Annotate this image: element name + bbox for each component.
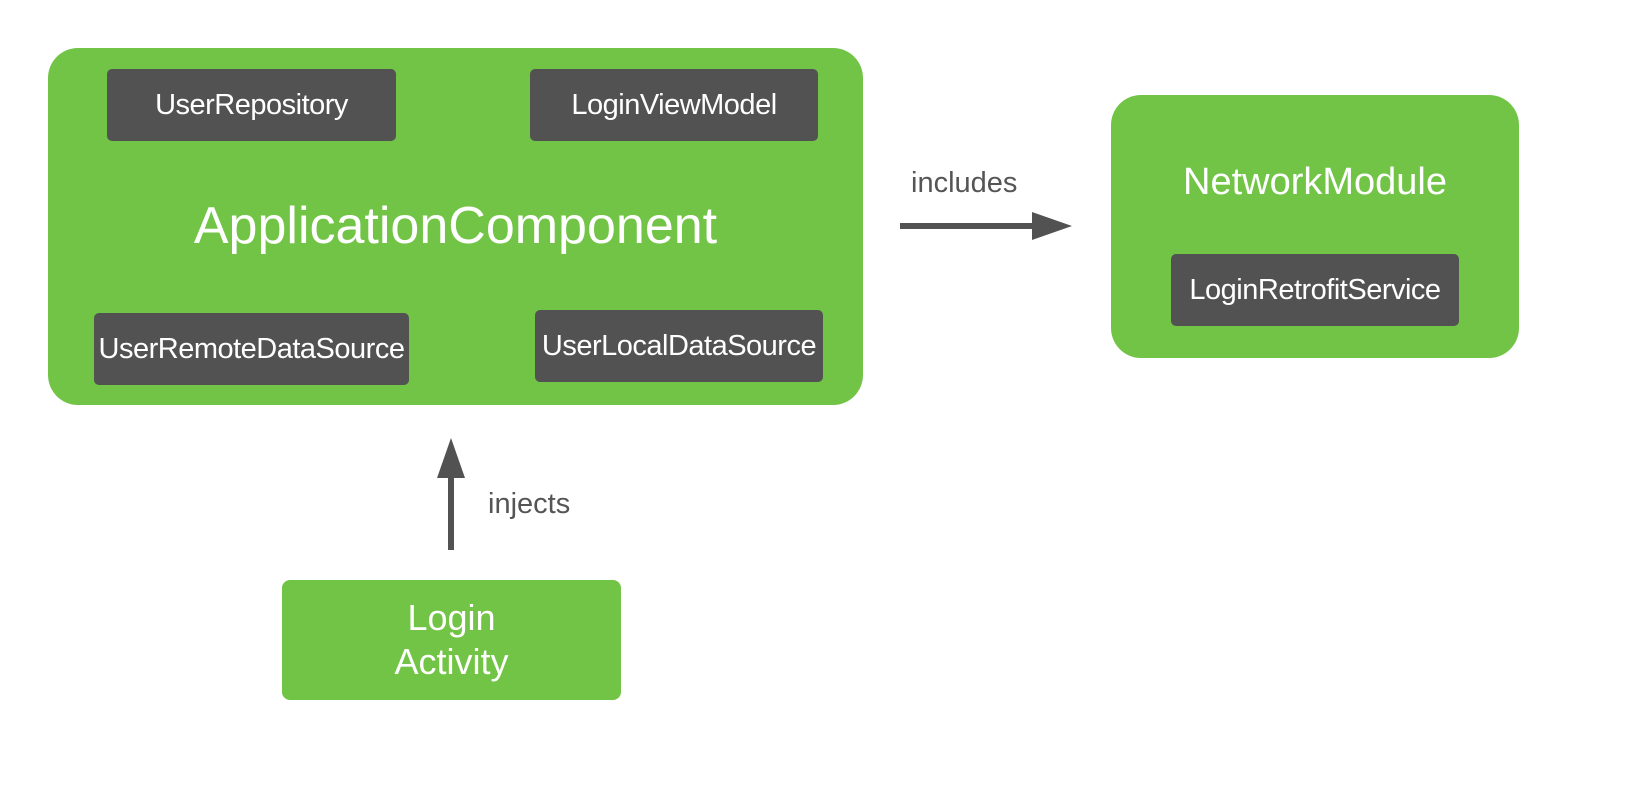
- includes-arrow: [900, 212, 1072, 240]
- injects-arrow: [437, 438, 465, 550]
- login-retrofit-service-node: LoginRetrofitService: [1171, 254, 1459, 326]
- includes-label: includes: [911, 167, 1018, 199]
- user-repository-node: UserRepository: [107, 69, 396, 141]
- network-module-title: NetworkModule: [1183, 161, 1447, 203]
- injects-label: injects: [488, 488, 571, 520]
- login-activity: [282, 580, 621, 700]
- application-component-title: ApplicationComponent: [193, 197, 718, 255]
- user-local-data-source-node: UserLocalDataSource: [535, 310, 823, 382]
- login-view-model-node: LoginViewModel: [530, 69, 818, 141]
- login-activity-label-line2: Activity: [394, 641, 509, 682]
- user-remote-data-source-node: UserRemoteDataSource: [94, 313, 409, 385]
- login-activity-label-line1: Login: [407, 597, 496, 638]
